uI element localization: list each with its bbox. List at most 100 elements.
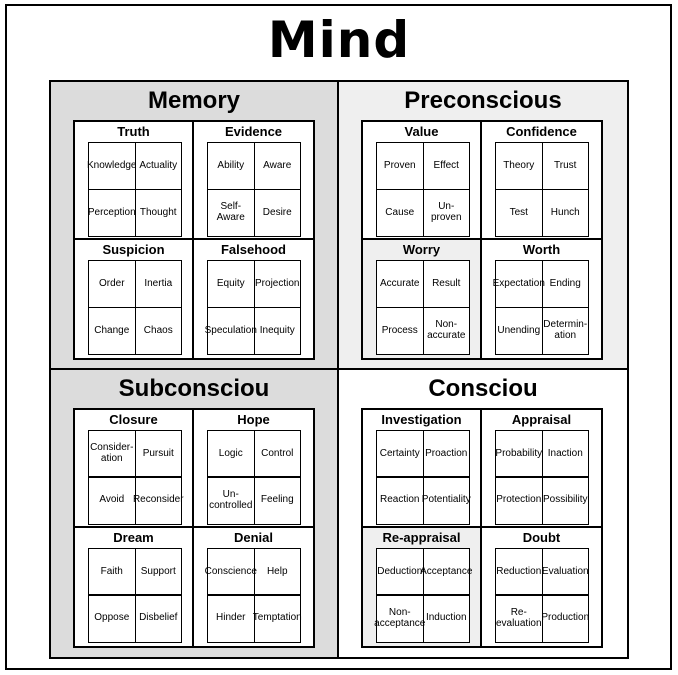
element-expectation: Expectation xyxy=(492,278,545,290)
cell-divider xyxy=(496,188,588,190)
element-trust: Trust xyxy=(554,160,577,172)
element-consider-ation: Consider- ation xyxy=(90,442,134,465)
element-proven: Proven xyxy=(383,160,416,172)
element-induction: Induction xyxy=(425,612,467,624)
cell-divider xyxy=(377,476,469,478)
element-control: Control xyxy=(261,447,294,459)
cell-divider xyxy=(89,594,181,596)
category-title: Evidence xyxy=(224,124,283,139)
element-non-accurate: Non- accurate xyxy=(427,319,466,342)
element-unending: Unending xyxy=(497,324,541,336)
element-accurate: Accurate xyxy=(380,278,420,290)
element-inertia: Inertia xyxy=(144,278,173,290)
element-order: Order xyxy=(98,278,125,290)
element-chaos: Chaos xyxy=(143,324,173,336)
element-equity: Equity xyxy=(216,278,245,290)
category-title: Appraisal xyxy=(511,411,572,427)
category-title: Doubt xyxy=(522,529,561,545)
element-disbelief: Disbelief xyxy=(139,612,178,624)
cell-divider xyxy=(377,594,469,596)
element-acceptance: Acceptance xyxy=(420,565,473,577)
element-knowledge: Knowledge xyxy=(87,160,137,172)
category-title: Investigation xyxy=(381,411,462,427)
cell-divider xyxy=(89,306,181,308)
element-hinder: Hinder xyxy=(216,612,246,624)
element-ability: Ability xyxy=(217,160,245,172)
cell-divider xyxy=(89,188,181,190)
element-hunch: Hunch xyxy=(550,206,580,218)
element-reconsider: Reconsider xyxy=(132,494,184,506)
element-production: Production xyxy=(541,612,590,624)
quadrant-title: Consciou xyxy=(428,374,538,402)
cell-divider xyxy=(496,594,588,596)
cell-divider xyxy=(377,306,469,308)
element-process: Process xyxy=(381,324,418,336)
cell-divider xyxy=(89,476,181,478)
element-aware: Aware xyxy=(263,160,292,172)
cell-divider xyxy=(208,476,300,478)
element-pursuit: Pursuit xyxy=(142,447,174,459)
element-proaction: Proaction xyxy=(425,447,468,459)
element-avoid: Avoid xyxy=(99,494,125,506)
cell-divider xyxy=(208,188,300,190)
element-effect: Effect xyxy=(433,160,459,172)
category-title: Suspicion xyxy=(102,242,165,257)
element-un-controlled: Un- controlled xyxy=(209,488,253,511)
page-title: Mind xyxy=(267,11,411,69)
category-title: Truth xyxy=(117,124,150,139)
cell-divider xyxy=(208,594,300,596)
category-title: Falsehood xyxy=(220,242,286,257)
element-determin-ation: Determin- ation xyxy=(543,319,588,342)
element-reduction: Reduction xyxy=(496,565,542,577)
element-faith: Faith xyxy=(100,565,123,577)
category-title: Closure xyxy=(109,411,158,427)
element-evaluation: Evaluation xyxy=(541,565,589,577)
quadrant-title: Preconscious xyxy=(404,87,562,114)
element-deduction: Deduction xyxy=(377,565,423,577)
element-result: Result xyxy=(432,278,461,290)
quadrant-title: Memory xyxy=(147,87,241,114)
element-inaction: Inaction xyxy=(547,447,583,459)
element-possibility: Possibility xyxy=(543,494,588,506)
element-reaction: Reaction xyxy=(380,494,420,506)
cell-divider xyxy=(208,306,300,308)
category-title: Value xyxy=(404,124,439,139)
element-help: Help xyxy=(266,565,288,577)
element-logic: Logic xyxy=(218,447,243,459)
element-re-evaluation: Re- evaluation xyxy=(495,606,542,629)
element-feeling: Feeling xyxy=(260,494,294,506)
category-title: Worry xyxy=(402,242,441,257)
element-conscience: Conscience xyxy=(204,565,257,577)
element-inequity: Inequity xyxy=(259,324,295,336)
quadrant-title: Subconsciou xyxy=(118,374,270,402)
element-cause: Cause xyxy=(385,206,415,218)
category-title: Denial xyxy=(233,529,273,545)
